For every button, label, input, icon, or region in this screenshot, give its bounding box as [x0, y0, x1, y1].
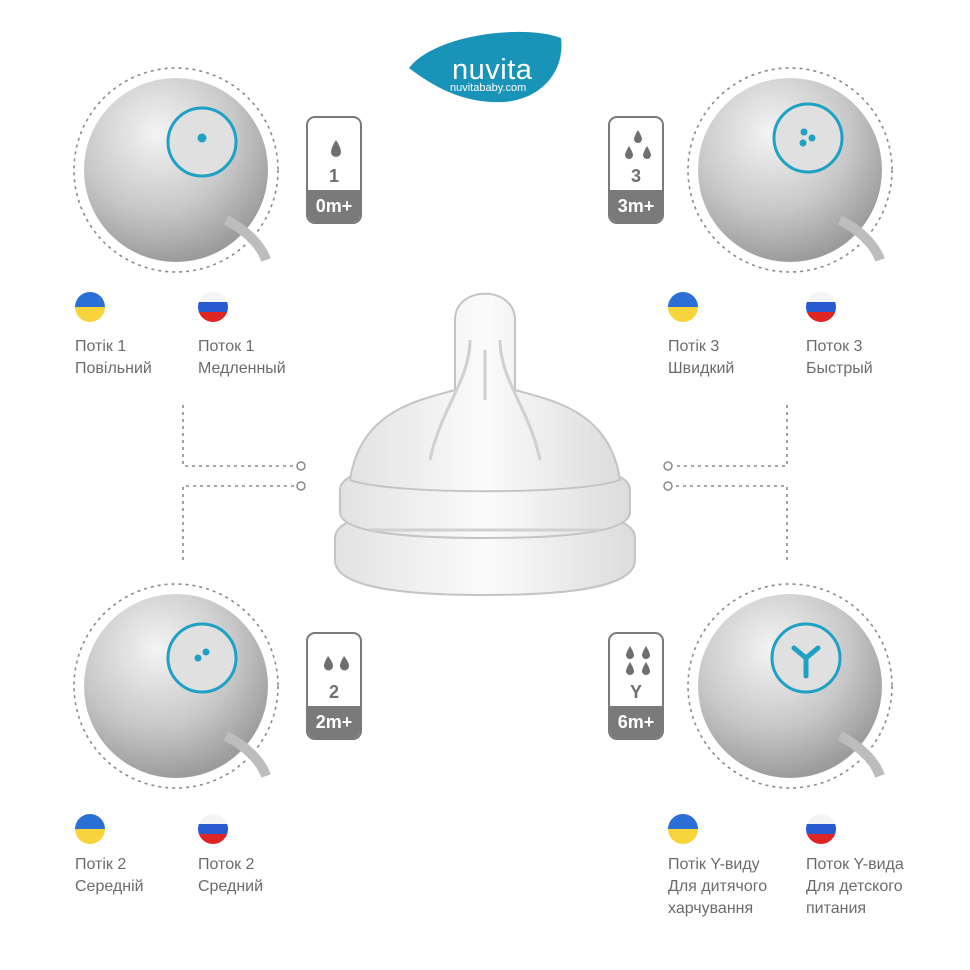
- ukraine-flag-icon: [668, 814, 698, 844]
- label-line: Поток 3: [806, 338, 863, 355]
- age-label: 2m+: [308, 706, 360, 738]
- label-line: Для детского: [806, 878, 903, 895]
- nuvita-logo: [409, 31, 562, 103]
- drops-icon: [324, 656, 349, 671]
- label-flowY-ru: Поток Y-вида Для детского питания: [806, 854, 904, 920]
- logo-site: nuvitababy.com: [450, 82, 527, 94]
- teat-product-image: [334, 292, 636, 597]
- label-line: Потік Y-виду: [668, 856, 760, 873]
- label-line: Середній: [75, 878, 144, 895]
- age-label: 0m+: [308, 190, 360, 222]
- label-line: Быстрый: [806, 360, 873, 377]
- label-line: Потік 3: [668, 338, 720, 355]
- label-line: Средний: [198, 878, 264, 895]
- flow-badge-y: Y 6m+: [608, 632, 664, 740]
- flow-badge-1: 1 0m+: [306, 116, 362, 224]
- flow-number: 3: [630, 166, 641, 186]
- label-line: харчування: [668, 900, 754, 917]
- label-flow2-ua: Потік 2 Середній: [75, 854, 144, 898]
- label-flow3-ua: Потік 3 Швидкий: [668, 336, 734, 380]
- flow-number: 1: [328, 166, 339, 186]
- nipple-flow3-image: [698, 78, 885, 262]
- russia-flag-icon: [198, 292, 228, 322]
- age-label: 6m+: [610, 706, 662, 738]
- label-line: Потік 2: [75, 856, 127, 873]
- label-flow3-ru: Поток 3 Быстрый: [806, 336, 873, 380]
- nipple-flowY-image: [698, 594, 885, 778]
- ukraine-flag-icon: [668, 292, 698, 322]
- russia-flag-icon: [198, 814, 228, 844]
- label-line: Поток Y-вида: [806, 856, 904, 873]
- label-line: Потік 1: [75, 338, 127, 355]
- nipple-flow1-image: [84, 78, 271, 262]
- ukraine-flag-icon: [75, 292, 105, 322]
- label-line: Швидкий: [668, 360, 735, 377]
- logo-brand: nuvita: [452, 54, 533, 86]
- label-line: питания: [806, 900, 867, 917]
- russia-flag-icon: [806, 814, 836, 844]
- label-line: Для дитячого: [668, 878, 768, 895]
- drop-icon: [331, 140, 341, 157]
- drops-icon: [626, 646, 650, 675]
- label-line: Повільний: [75, 360, 152, 377]
- label-flow2-ru: Поток 2 Средний: [198, 854, 263, 898]
- label-flow1-ua: Потік 1 Повільний: [75, 336, 152, 380]
- label-line: Медленный: [198, 360, 286, 377]
- label-line: Поток 1: [198, 338, 255, 355]
- nipple-flow2-image: [84, 594, 271, 778]
- flow-badge-3: 3 3m+: [608, 116, 664, 224]
- flow-number: 2: [328, 682, 339, 702]
- russia-flag-icon: [806, 292, 836, 322]
- flow-number: Y: [629, 682, 642, 702]
- label-line: Поток 2: [198, 856, 255, 873]
- label-flowY-ua: Потік Y-виду Для дитячого харчування: [668, 854, 767, 920]
- age-label: 3m+: [610, 190, 662, 222]
- drops-icon: [625, 130, 651, 159]
- flow-badge-2: 2 2m+: [306, 632, 362, 740]
- label-flow1-ru: Поток 1 Медленный: [198, 336, 286, 380]
- ukraine-flag-icon: [75, 814, 105, 844]
